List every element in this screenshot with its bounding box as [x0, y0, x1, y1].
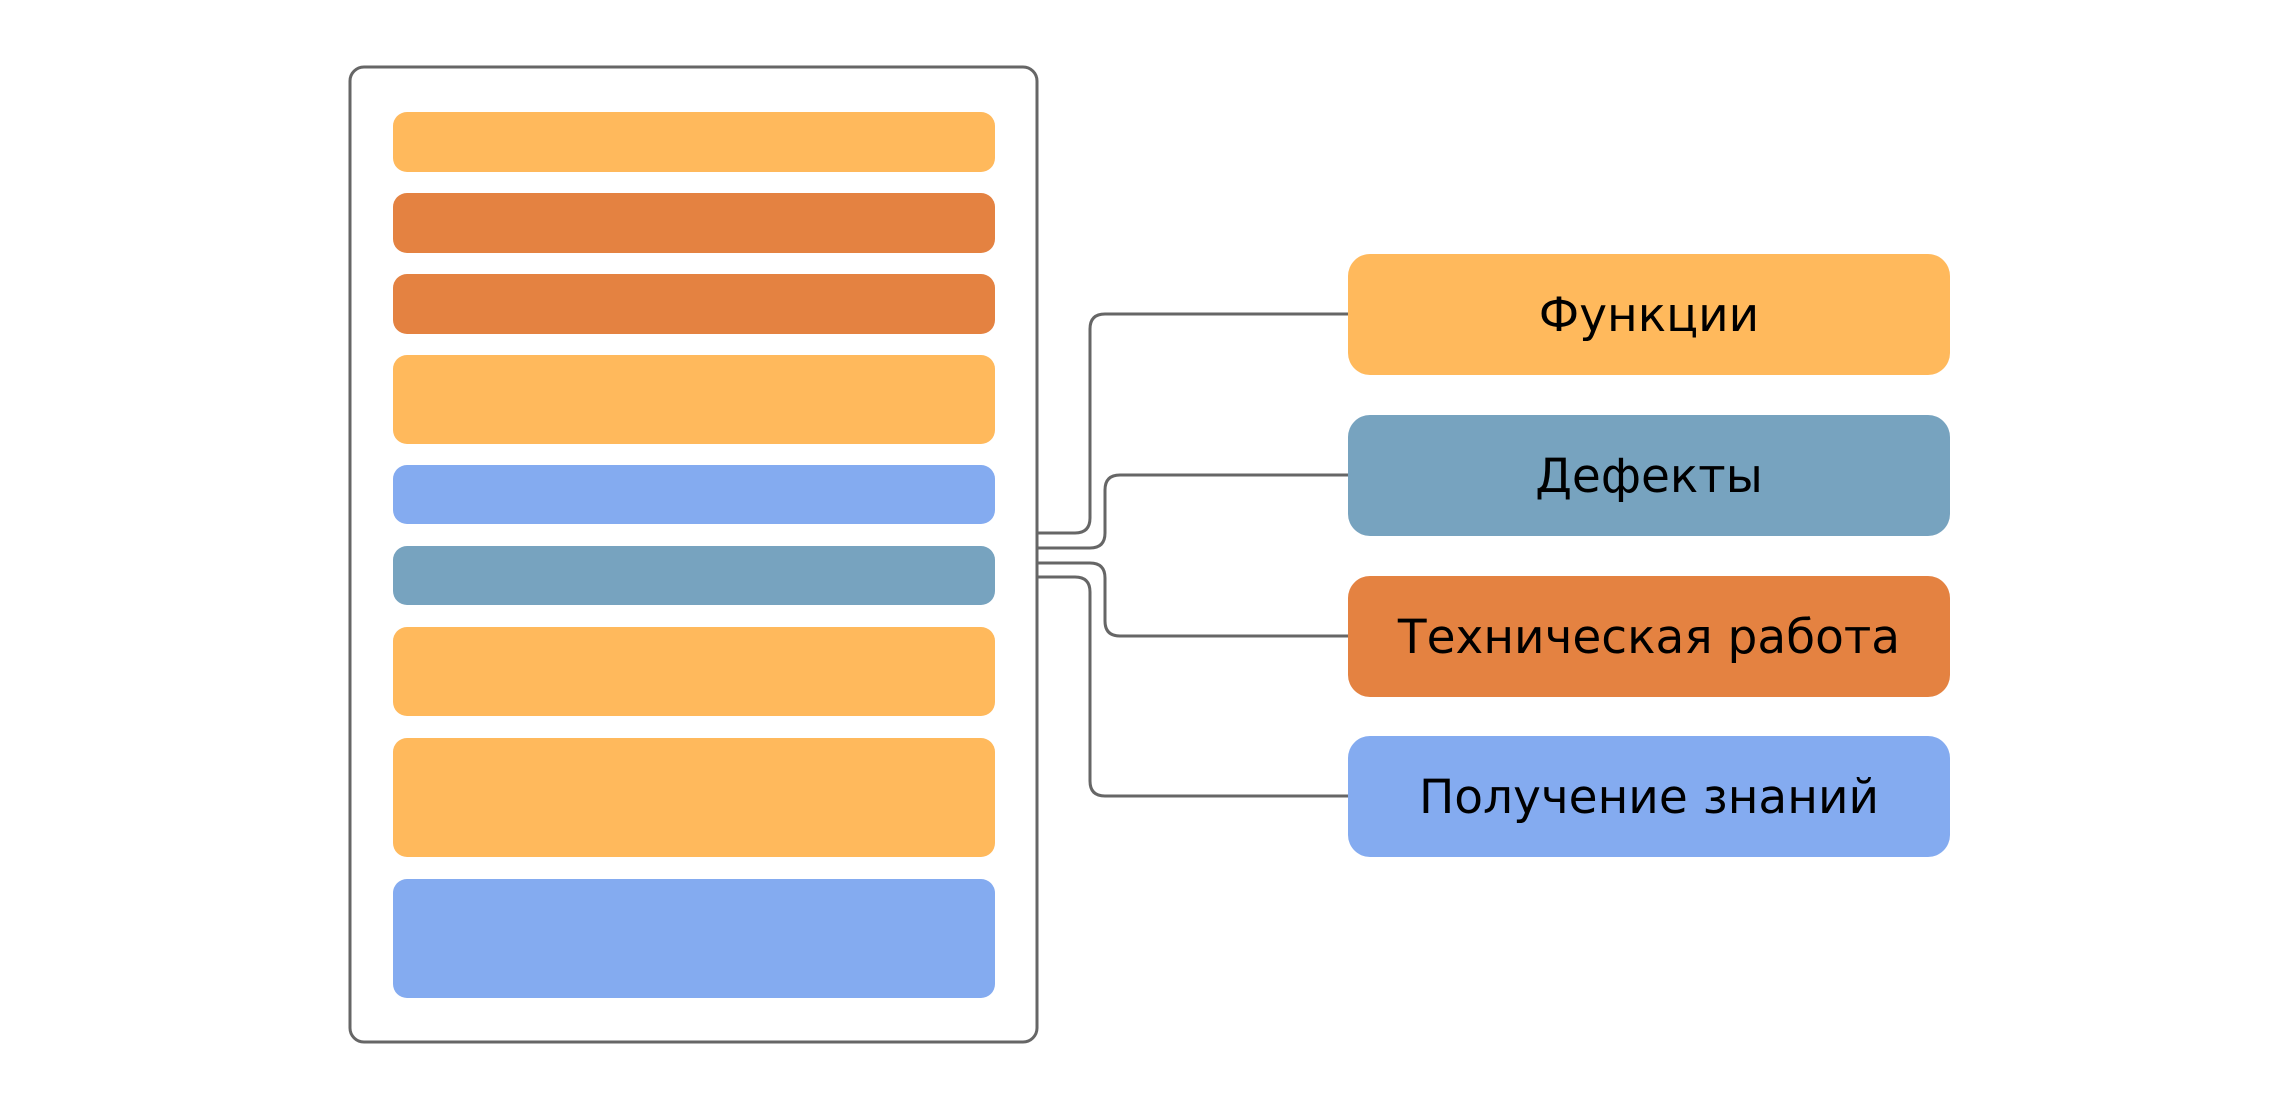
backlog-item	[393, 627, 995, 716]
backlog-item	[393, 355, 995, 444]
connector-technical-work	[1037, 561, 1348, 638]
legend-box-technical-work	[1348, 576, 1950, 697]
connectors	[1037, 312, 1348, 798]
legend-box-functions	[1348, 254, 1950, 375]
backlog-item	[393, 879, 995, 998]
legend-label-technical-work: Техническая работа	[1397, 610, 1900, 665]
legend-label-defects: Дефекты	[1535, 449, 1763, 504]
connector-functions	[1037, 312, 1348, 535]
backlog-item	[393, 465, 995, 524]
legend-box-defects	[1348, 415, 1950, 536]
backlog-item	[393, 193, 995, 253]
legend-label-functions: Функции	[1539, 288, 1759, 343]
backlog-item	[393, 274, 995, 334]
connector-knowledge	[1037, 575, 1348, 798]
legend: Функции Дефекты Техническая работа Получ…	[1348, 254, 1950, 857]
backlog-item	[393, 112, 995, 172]
backlog-items	[393, 112, 995, 998]
legend-box-knowledge	[1348, 736, 1950, 857]
connector-defects	[1037, 473, 1348, 550]
backlog-item	[393, 738, 995, 857]
backlog-item	[393, 546, 995, 605]
legend-label-knowledge: Получение знаний	[1419, 770, 1879, 825]
